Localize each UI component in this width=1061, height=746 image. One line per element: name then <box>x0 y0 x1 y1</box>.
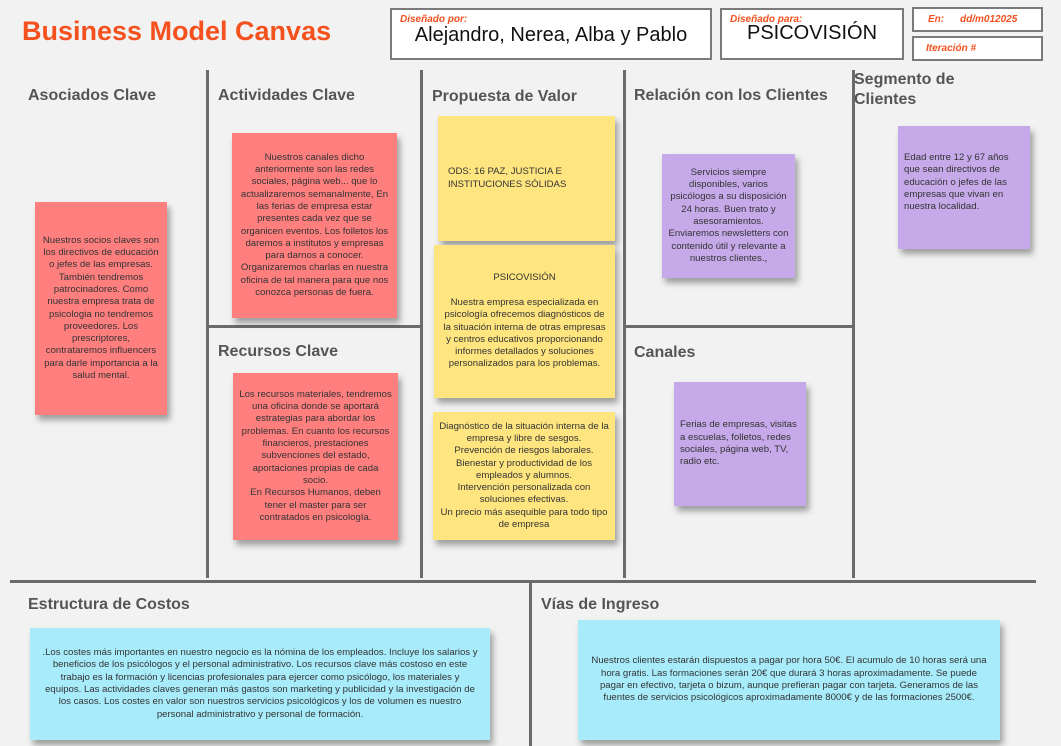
section-estructura-costos: Estructura de Costos <box>28 596 190 613</box>
divider <box>623 70 626 578</box>
sticky-note-asociados[interactable]: Nuestros socios claves son los directivo… <box>35 202 167 415</box>
section-segmento-clientes: Segmento de Clientes <box>854 71 955 108</box>
section-asociados-clave: Asociados Clave <box>28 87 157 104</box>
designed-by-field[interactable]: Diseñado por: Alejandro, Nerea, Alba y P… <box>390 8 712 60</box>
designed-for-value: PSICOVISIÓN <box>746 22 878 44</box>
section-propuesta-valor: Propuesta de Valor <box>432 88 577 105</box>
iteration-field[interactable]: Iteración # <box>912 36 1043 61</box>
sticky-note-recursos[interactable]: Los recursos materiales, tendremos una o… <box>233 373 398 540</box>
sticky-note-segmento[interactable]: Edad entre 12 y 67 años que sean directi… <box>898 126 1030 249</box>
date-label: En: <box>928 14 945 25</box>
divider <box>206 70 209 578</box>
sticky-note-diagnostico[interactable]: Diagnóstico de la situación interna de l… <box>433 412 615 540</box>
sticky-note-ingresos[interactable]: Nuestros clientes estarán dispuestos a p… <box>578 620 1000 740</box>
sticky-note-psicovision[interactable]: PSICOVISIÓN Nuestra empresa especializad… <box>434 245 615 398</box>
section-vias-ingreso: Vías de Ingreso <box>541 596 660 613</box>
designed-by-label: Diseñado por: <box>400 14 468 25</box>
sticky-note-relacion[interactable]: Servicios siempre disponibles, varios ps… <box>662 154 795 278</box>
section-actividades-clave: Actividades Clave <box>218 87 355 104</box>
divider <box>624 325 853 328</box>
sticky-note-ods[interactable]: ODS: 16 PAZ, JUSTICIA E INSTITUCIONES SÓ… <box>438 116 615 241</box>
designed-for-label: Diseñado para: <box>730 14 803 25</box>
section-canales: Canales <box>634 344 696 361</box>
sticky-note-costos[interactable]: .Los costes más importantes en nuestro n… <box>30 628 490 740</box>
page-title: Business Model Canvas <box>22 16 332 46</box>
divider <box>207 325 421 328</box>
date-value: dd/m012025 <box>960 14 1018 25</box>
date-field[interactable]: En: dd/m012025 <box>912 7 1043 32</box>
designed-for-field[interactable]: Diseñado para: PSICOVISIÓN <box>720 8 904 60</box>
sticky-note-canales[interactable]: Ferias de empresas, visitas a escuelas, … <box>674 382 806 506</box>
divider <box>852 70 855 578</box>
designed-by-value: Alejandro, Nerea, Alba y Pablo <box>414 24 688 46</box>
sticky-note-actividades[interactable]: Nuestros canales dicho anteriormente son… <box>232 133 397 318</box>
section-relacion-clientes: Relación con los Clientes <box>634 87 828 104</box>
iteration-label: Iteración # <box>926 43 977 54</box>
divider <box>420 70 423 578</box>
divider <box>529 581 532 746</box>
divider <box>10 580 1036 583</box>
section-recursos-clave: Recursos Clave <box>218 343 339 360</box>
